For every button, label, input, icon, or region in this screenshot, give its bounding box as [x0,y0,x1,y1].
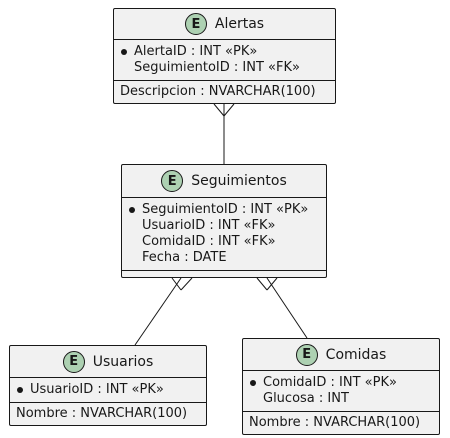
attribute: Nombre : NVARCHAR(100) [16,406,188,421]
link-seguimientos-usuarios [134,277,193,346]
key-attribute: ComidaID : INT «PK» [249,375,433,391]
key-bullet-icon [121,49,127,55]
entity-title: Comidas [325,346,387,363]
field-section: Nombre : NVARCHAR(100) [10,402,206,425]
attribute: Glucosa : INT [263,391,349,406]
key-attribute: UsuarioID : INT «PK» [16,382,200,398]
field-section: Descripcion : NVARCHAR(100) [114,80,335,103]
entity-header: E Alertas [114,9,335,39]
entity-seguimientos[interactable]: E Seguimientos SeguimientoID : INT «PK» … [121,164,327,278]
entity-badge-icon: E [161,170,184,192]
entity-badge-icon: E [62,350,85,373]
attribute: ComidaID : INT «FK» [142,234,276,249]
key-section: ComidaID : INT «PK» Glucosa : INT [243,370,439,411]
entity-title: Usuarios [92,353,154,370]
attribute: Descripcion : NVARCHAR(100) [120,84,316,99]
key-section: AlertaID : INT «PK» SeguimientoID : INT … [114,39,335,80]
attribute: SeguimientoID : INT «FK» [134,60,300,75]
key-bullet-icon [17,387,23,393]
key-bullet-icon [250,380,256,386]
key-section: UsuarioID : INT «PK» [10,377,206,402]
entity-comidas[interactable]: E Comidas ComidaID : INT «PK» Glucosa : … [242,338,440,435]
attribute: UsuarioID : INT «FK» [142,218,276,233]
key-section: SeguimientoID : INT «PK» UsuarioID : INT… [122,197,326,270]
entity-usuarios[interactable]: E Usuarios UsuarioID : INT «PK» Nombre :… [9,345,207,426]
key-attribute: SeguimientoID : INT «PK» [128,202,320,218]
entity-title: Seguimientos [191,173,287,189]
entity-header: E Comidas [243,339,439,370]
entity-header: E Seguimientos [122,165,326,197]
entity-alertas[interactable]: E Alertas AlertaID : INT «PK» Seguimient… [113,8,336,104]
entity-badge-icon: E [184,13,207,35]
entity-header: E Usuarios [10,346,206,377]
field-section: Nombre : NVARCHAR(100) [243,411,439,434]
key-bullet-icon [129,207,135,213]
entity-title: Alertas [214,16,265,32]
key-attribute: AlertaID : INT «PK» [120,44,329,60]
link-seguimientos-comidas [256,277,308,339]
attribute: Nombre : NVARCHAR(100) [249,415,421,430]
entity-badge-icon: E [295,343,318,366]
attribute: Fecha : DATE [142,250,227,265]
field-section [122,270,326,278]
link-alertas-seguimientos [213,103,235,164]
